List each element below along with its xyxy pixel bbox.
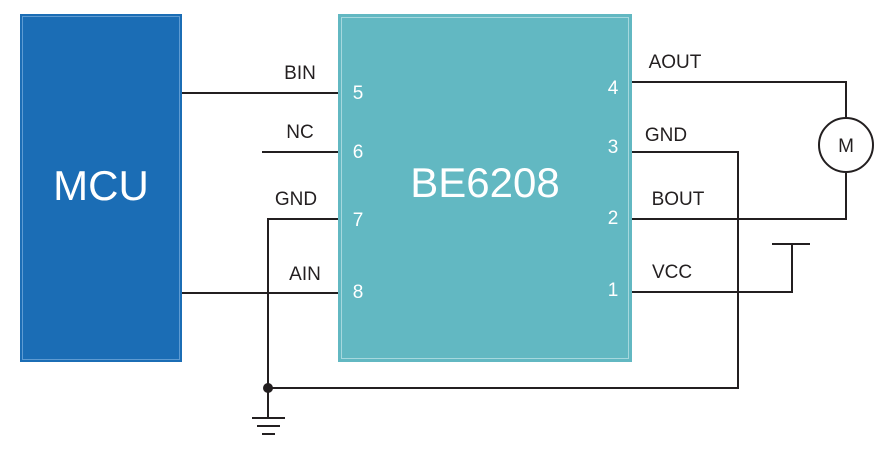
pin-number-1: 1: [608, 280, 619, 301]
motor-circle: [818, 117, 874, 173]
pin-name-nc: NC: [286, 122, 313, 143]
pin-number-7: 7: [353, 210, 364, 231]
chip-block: BE6208: [338, 14, 632, 362]
pin-name-gnd-right: GND: [645, 125, 687, 146]
chip-body: [338, 14, 632, 362]
junction-dot: [263, 383, 273, 393]
wire-gnd-left: [267, 218, 338, 417]
pin-name-gnd-left: GND: [275, 189, 317, 210]
mcu-inner-border: [22, 16, 180, 360]
pin-number-8: 8: [353, 282, 364, 303]
pin-number-6: 6: [353, 142, 364, 163]
pin-number-2: 2: [608, 208, 619, 229]
pin-name-vcc: VCC: [652, 262, 692, 283]
mcu-block: MCU: [20, 14, 182, 362]
chip-label: BE6208: [410, 159, 559, 206]
pin-number-5: 5: [353, 83, 364, 104]
pin-name-aout: AOUT: [649, 52, 702, 73]
chip-inner-border: [341, 17, 629, 359]
mcu-body: [20, 14, 182, 362]
wire-aout: [632, 81, 847, 117]
mcu-label: MCU: [53, 162, 149, 209]
pin-name-bout: BOUT: [652, 189, 705, 210]
motor-label: M: [838, 136, 854, 157]
pin-number-4: 4: [608, 78, 619, 99]
wire-bout: [632, 173, 847, 220]
pin-name-bin: BIN: [284, 63, 316, 84]
ground-symbol: [252, 417, 285, 435]
pin-number-3: 3: [608, 137, 619, 158]
wire-gnd-right: [268, 151, 739, 389]
pin-name-ain: AIN: [289, 264, 321, 285]
wire-vcc: [632, 244, 793, 293]
motor-symbol: M: [818, 117, 874, 173]
